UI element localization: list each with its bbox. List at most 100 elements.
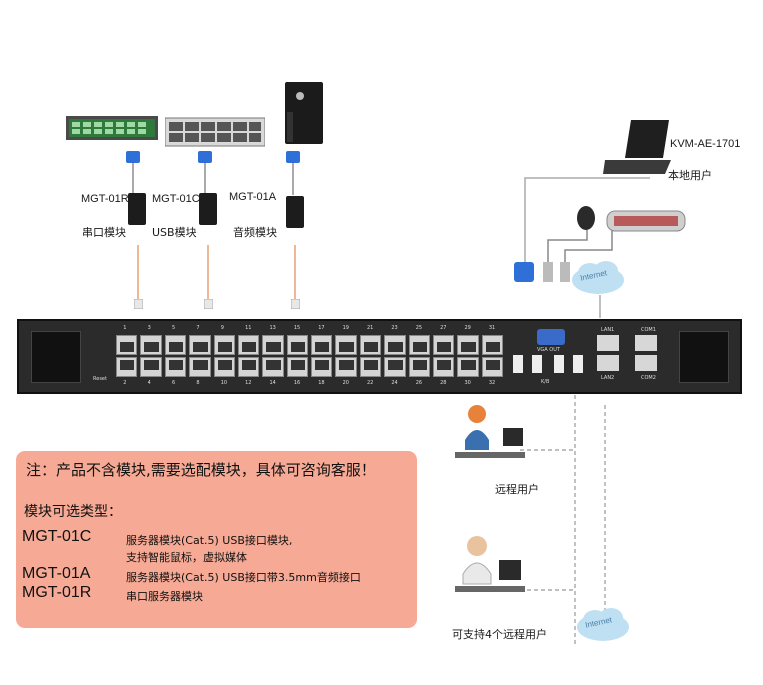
vga-out-port: [537, 329, 565, 345]
remote-user-man: [455, 530, 525, 600]
port-number: 20: [342, 380, 349, 386]
usb-plug-icon: [543, 262, 553, 286]
port-number: 19: [342, 325, 349, 331]
rj45-port[interactable]: [189, 335, 211, 355]
port-number: 31: [488, 325, 496, 331]
rj45-plug-icon: [133, 294, 144, 313]
module-dongle-icon: [286, 196, 304, 234]
lan1-label: LAN1: [601, 327, 615, 333]
note-model-label: MGT-01A: [22, 565, 91, 582]
port-number: 26: [415, 380, 423, 386]
kb-label: K/B: [541, 379, 550, 385]
rj45-port[interactable]: [116, 357, 138, 377]
rj45-port[interactable]: [335, 357, 357, 377]
vga-out-label: VGA OUT: [537, 347, 560, 353]
rj45-port[interactable]: [237, 357, 260, 377]
rj45-port[interactable]: [481, 335, 503, 355]
usb-port[interactable]: [554, 355, 564, 373]
port-number: 21: [366, 325, 374, 331]
vga-connector-icon: [198, 150, 212, 169]
module-name-label: 音频模块: [233, 226, 277, 239]
port-number: 23: [391, 325, 398, 331]
module-dongle-icon: [199, 193, 217, 231]
note-model-desc: 支持智能鼠标，虚拟媒体: [126, 551, 247, 564]
rj45-port[interactable]: [481, 357, 503, 377]
remote-user-label: 远程用户: [495, 483, 539, 496]
module-name-label: 串口模块: [82, 226, 126, 239]
rj45-port[interactable]: [262, 357, 284, 377]
module-dongle-icon: [128, 193, 146, 231]
module-model-label: MGT-01C: [152, 193, 200, 205]
port-number: 7: [196, 325, 200, 331]
power-socket: [31, 331, 81, 383]
port-number: 4: [147, 380, 151, 386]
note-model-label: MGT-01C: [22, 528, 92, 545]
port-number: 28: [440, 380, 447, 386]
local-user-model: KVM-AE-1701: [670, 138, 741, 150]
port-number: 15: [293, 325, 301, 331]
vga-connector-icon: [126, 150, 140, 169]
port-number: 24: [391, 380, 398, 386]
rj45-port[interactable]: [213, 357, 235, 377]
rj45-port[interactable]: [384, 335, 406, 355]
lan1-port[interactable]: [597, 335, 619, 351]
vga-connector-icon: [286, 150, 300, 169]
usb-port[interactable]: [573, 355, 583, 373]
usb-port[interactable]: [513, 355, 523, 373]
rj45-port[interactable]: [189, 357, 211, 377]
rj45-port[interactable]: [286, 357, 308, 377]
rj45-port[interactable]: [311, 357, 333, 377]
usb-port[interactable]: [532, 355, 542, 373]
port-number: 10: [220, 380, 228, 386]
rj45-port[interactable]: [237, 335, 260, 355]
rj45-port[interactable]: [140, 357, 162, 377]
rj45-port[interactable]: [408, 357, 430, 377]
rj45-plug-icon: [203, 294, 214, 313]
rj45-port[interactable]: [140, 335, 162, 355]
port-number: 18: [318, 380, 325, 386]
remote-support-label: 可支持4个远程用户: [452, 628, 547, 641]
rj45-port[interactable]: [286, 335, 308, 355]
rj45-port[interactable]: [164, 357, 187, 377]
rj45-port[interactable]: [432, 357, 455, 377]
rj45-port[interactable]: [262, 335, 284, 355]
note-model-desc: 串口服务器模块: [126, 590, 203, 603]
rj45-port[interactable]: [384, 357, 406, 377]
local-user-label: 本地用户: [668, 169, 712, 182]
com2-port[interactable]: [635, 355, 657, 371]
rj45-port[interactable]: [408, 335, 430, 355]
rj45-port[interactable]: [432, 335, 455, 355]
rj45-port[interactable]: [457, 357, 479, 377]
port-number: 2: [123, 380, 127, 386]
port-number: 8: [196, 380, 200, 386]
rack-server-serial: [66, 112, 158, 142]
rj45-port[interactable]: [359, 335, 382, 355]
port-number: 3: [147, 325, 151, 331]
lan2-label: LAN2: [601, 375, 615, 381]
module-model-label: MGT-01A: [229, 191, 277, 203]
port-number: 1: [123, 325, 127, 331]
rj45-port[interactable]: [116, 335, 138, 355]
rj45-port[interactable]: [359, 357, 382, 377]
rj45-port[interactable]: [311, 335, 333, 355]
com1-port[interactable]: [635, 335, 657, 351]
port-number: 5: [171, 325, 176, 331]
module-model-label: MGT-01R: [81, 193, 129, 205]
lcd-console-drawer: [603, 118, 673, 176]
port-number: 11: [245, 325, 252, 331]
rj45-port-grid: [115, 335, 505, 379]
remote-user-woman: [455, 400, 525, 470]
port-number: 16: [293, 380, 301, 386]
rj45-port[interactable]: [335, 335, 357, 355]
module-name-label: USB模块: [152, 226, 197, 239]
rj45-port[interactable]: [213, 335, 235, 355]
port-number: 12: [245, 380, 252, 386]
rj45-port[interactable]: [457, 335, 479, 355]
port-number: 13: [269, 325, 276, 331]
lan2-port[interactable]: [597, 355, 619, 371]
port-number: 14: [269, 380, 276, 386]
rj45-port[interactable]: [164, 335, 187, 355]
